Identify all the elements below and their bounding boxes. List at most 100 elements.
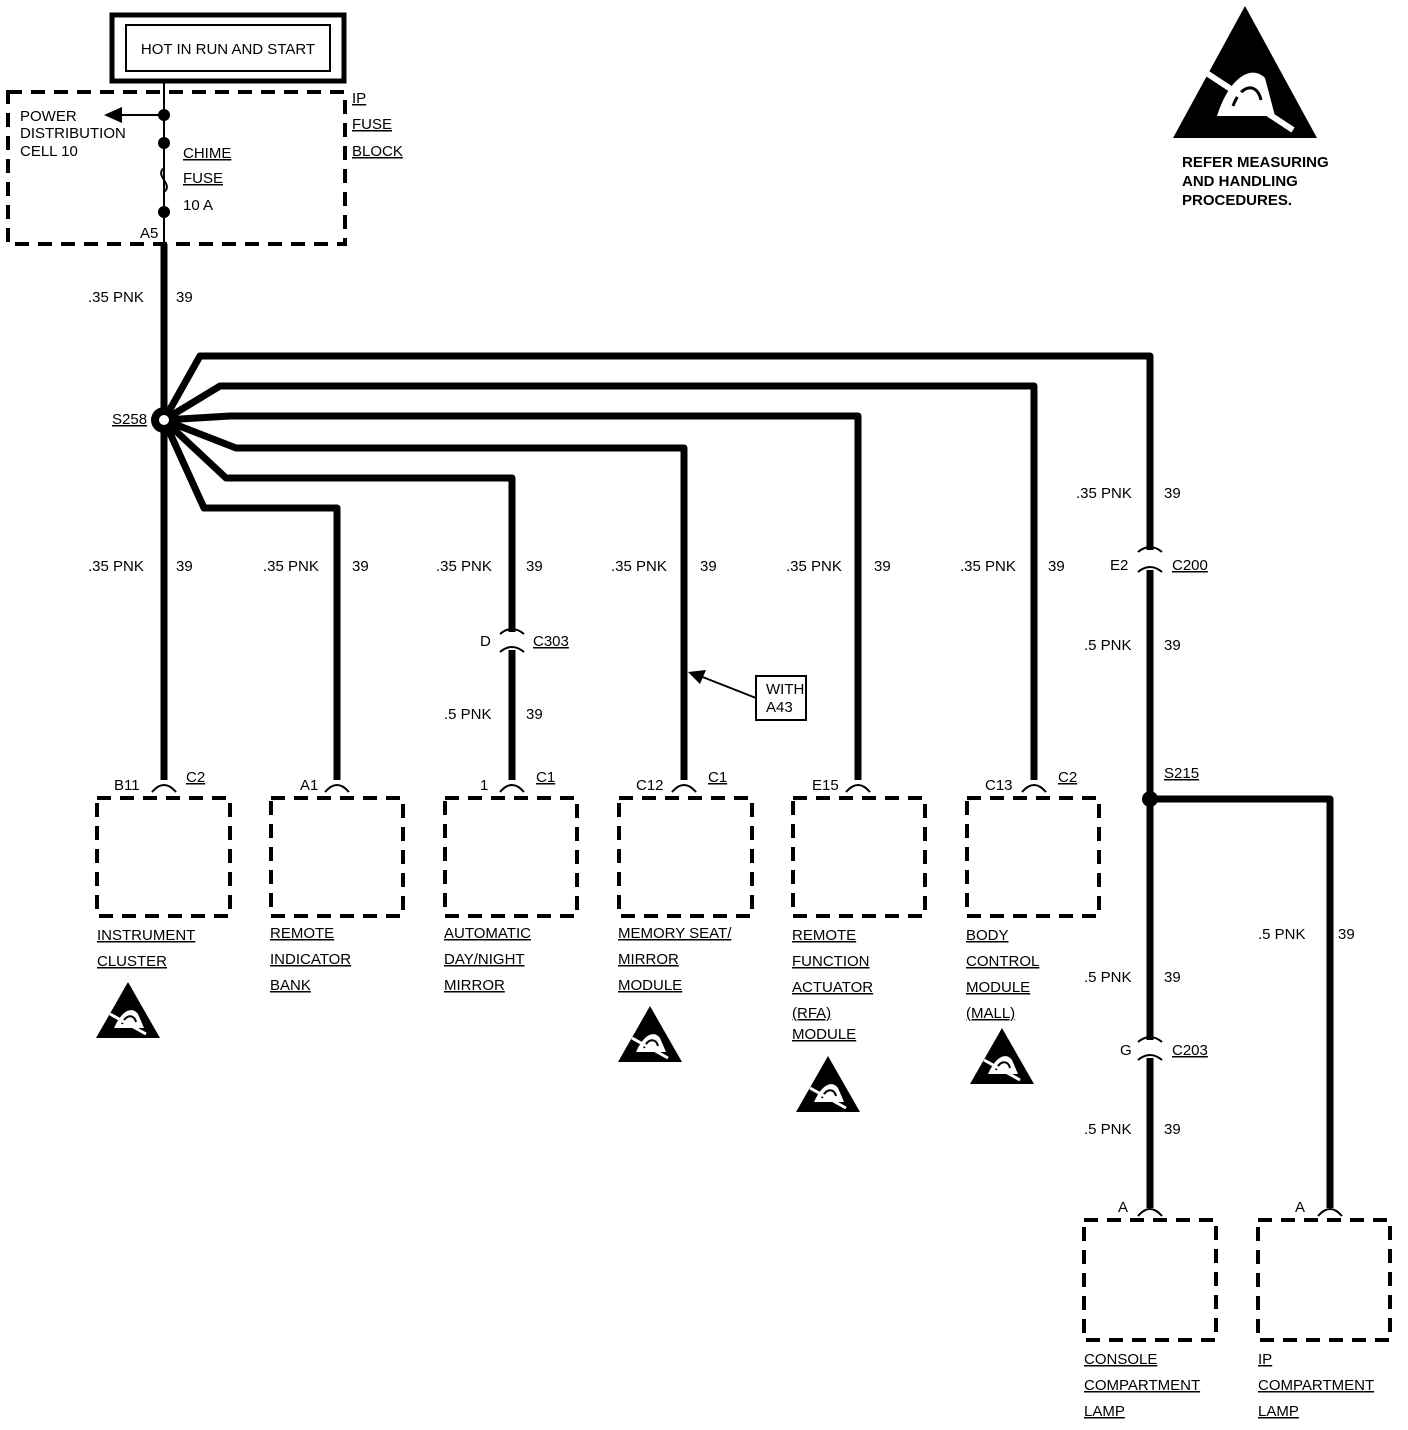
component-label-2: CONTROL [966,953,1039,970]
s215-label: S215 [1164,765,1199,782]
component-pin: 1 [480,777,488,794]
component-label-3: MIRROR [444,977,505,994]
c303-connector: D C303 .5 PNK 39 [444,628,569,780]
memory-seat-mirror-module: C12 C1 MEMORY SEAT/ MIRROR MODULE [616,769,754,1064]
component-label-1: IP [1258,1351,1272,1368]
c203-lower-gauge: .5 PNK [1084,1121,1132,1138]
warning-line-2: AND HANDLING [1182,173,1298,190]
branch-2-gauge: .35 PNK [263,558,319,575]
component-label-2: DAY/NIGHT [444,951,525,968]
c203-upper-circuit: 39 [1164,969,1181,986]
automatic-day-night-mirror: 1 C1 AUTOMATIC DAY/NIGHT MIRROR [443,769,579,994]
warning-line-3: PROCEDURES. [1182,192,1292,209]
component-label-3: LAMP [1084,1403,1125,1420]
ip-lamp-wire-gauge: .5 PNK [1258,926,1306,943]
component-connector: C2 [1058,769,1077,786]
component-label-2: COMPARTMENT [1084,1377,1200,1394]
warning-line-1: REFER MEASURING [1182,154,1329,171]
fuse-pin: A5 [140,225,158,242]
fuse-block-name-2: FUSE [352,116,392,133]
component-pin: E15 [812,777,839,794]
component-label-1: REMOTE [270,925,334,942]
component-connector: C1 [536,769,555,786]
remote-function-actuator-module: E15 REMOTE FUNCTION ACTUATOR (RFA) MODUL… [791,777,927,1114]
console-compartment-lamp: A CONSOLE COMPARTMENT LAMP [1082,1199,1218,1420]
branch-5-gauge: .35 PNK [786,558,842,575]
component-pin: C13 [985,777,1013,794]
power-distribution-line-1: POWER [20,108,77,125]
component-label-3: MODULE [966,979,1030,996]
s258-branches [160,352,1154,780]
esd-warning: REFER MEASURING AND HANDLING PROCEDURES. [1173,6,1329,209]
component-label-1: REMOTE [792,927,856,944]
component-label-2: INDICATOR [270,951,351,968]
c200-pin: E2 [1110,557,1128,574]
fuse-label-3: 10 A [183,197,213,214]
component-label-3: BANK [270,977,311,994]
branch-1-circuit: 39 [176,558,193,575]
esd-icon [794,1054,862,1114]
component-pin: B11 [114,777,140,794]
component-pin: C12 [636,777,664,794]
branch-7-gauge: .35 PNK [1076,485,1132,502]
branch-3-gauge: .35 PNK [436,558,492,575]
component-label-4: (RFA) [792,1005,831,1022]
branch-5-circuit: 39 [874,558,891,575]
component-label-5: MODULE [792,1026,856,1043]
component-label-2: FUNCTION [792,953,870,970]
component-label-1: MEMORY SEAT/ [618,925,732,942]
component-pin: A1 [300,777,318,794]
branch-4-gauge: .35 PNK [611,558,667,575]
s258-label: S258 [112,411,147,428]
power-distribution-line-2: DISTRIBUTION [20,125,126,142]
branch-1-gauge: .35 PNK [88,558,144,575]
branch-7-circuit: 39 [1164,485,1181,502]
component-label-1: INSTRUMENT [97,927,195,944]
ip-lamp-wire [1150,795,1334,1208]
c303-wire-circuit: 39 [526,706,543,723]
branch-6-gauge: .35 PNK [960,558,1016,575]
ip-compartment-lamp: A IP COMPARTMENT LAMP [1256,1199,1392,1420]
power-distribution-line-3: CELL 10 [20,143,78,160]
c200-wire-circuit: 39 [1164,637,1181,654]
c303-wire-gauge: .5 PNK [444,706,492,723]
fuse-label-2: FUSE [183,170,223,187]
esd-icon [616,1004,684,1064]
esd-icon [94,980,162,1040]
instrument-cluster: B11 C2 INSTRUMENT CLUSTER [94,769,232,1040]
branch-2-circuit: 39 [352,558,369,575]
chime-fuse-icon [160,143,168,212]
component-label-3: MODULE [618,977,682,994]
branch-4-circuit: 39 [700,558,717,575]
c203-lower-circuit: 39 [1164,1121,1181,1138]
component-connector: C1 [708,769,727,786]
component-label-1: AUTOMATIC [444,925,531,942]
component-label-3: LAMP [1258,1403,1299,1420]
c203-pin: G [1120,1042,1132,1059]
branch-3-circuit: 39 [526,558,543,575]
component-label-3: ACTUATOR [792,979,873,996]
main-feed-gauge: .35 PNK [88,289,144,306]
c303-pin: D [480,633,491,650]
main-feed-circuit: 39 [176,289,193,306]
c200-label: C200 [1172,557,1208,574]
c303-label: C303 [533,633,569,650]
ip-lamp-wire-circuit: 39 [1338,926,1355,943]
fuse-block-name-1: IP [352,90,366,107]
component-label-1: BODY [966,927,1009,944]
esd-warning-icon [1173,6,1317,138]
with-a43-tag: WITH A43 [688,670,807,721]
c203-connector: G C203 .5 PNK 39 [1084,1036,1208,1208]
component-label-2: CLUSTER [97,953,167,970]
component-label-2: COMPARTMENT [1258,1377,1374,1394]
ip-fuse-block: POWER DISTRIBUTION CELL 10 IP FUSE BLOCK… [6,81,403,300]
option-tag-line-2: A43 [766,699,793,716]
esd-icon [968,1026,1036,1086]
component-pin: A [1295,1199,1305,1216]
c203-label: C203 [1172,1042,1208,1059]
body-control-module: C13 C2 BODY CONTROL MODULE (MALL) [965,769,1101,1086]
c200-wire-gauge: .5 PNK [1084,637,1132,654]
hot-in-run-label: HOT IN RUN AND START [141,41,315,58]
fuse-block-name-3: BLOCK [352,143,403,160]
